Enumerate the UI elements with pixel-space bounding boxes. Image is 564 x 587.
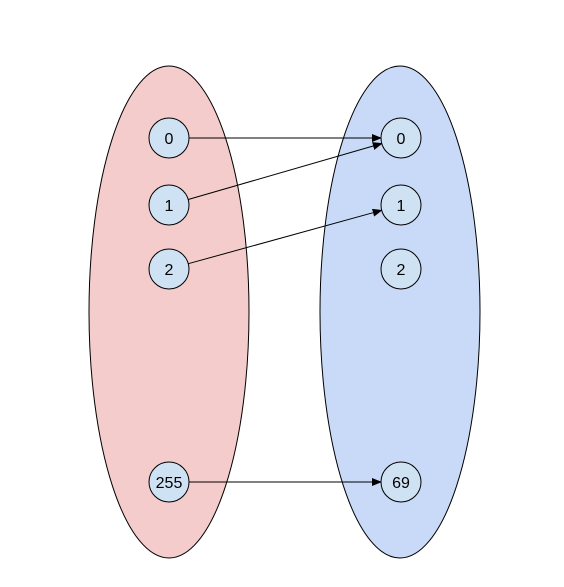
codomain-node-69: 69 bbox=[380, 461, 422, 503]
domain-node-255: 255 bbox=[148, 461, 190, 503]
domain-node-label: 1 bbox=[165, 198, 174, 215]
domain-node-label: 255 bbox=[156, 475, 183, 492]
codomain-node-circle bbox=[380, 184, 422, 226]
domain-node-1: 1 bbox=[148, 184, 190, 226]
codomain-node-label: 1 bbox=[397, 198, 406, 215]
codomain-node-label: 69 bbox=[392, 475, 410, 492]
domain-node-circle bbox=[148, 461, 190, 503]
domain-node-circle bbox=[148, 117, 190, 159]
domain-node-label: 2 bbox=[165, 262, 174, 279]
codomain-node-1: 1 bbox=[380, 184, 422, 226]
codomain-node-label: 2 bbox=[397, 262, 406, 279]
nodes-layer: 0 1 2 255 0 1 2 69 bbox=[148, 117, 422, 503]
edge-d1-to-c0 bbox=[188, 142, 383, 200]
domain-node-circle bbox=[148, 248, 190, 290]
edge-d2-to-c1 bbox=[188, 208, 383, 265]
codomain-node-circle bbox=[380, 248, 422, 290]
domain-node-circle bbox=[148, 184, 190, 226]
codomain-node-2: 2 bbox=[380, 248, 422, 290]
domain-node-0: 0 bbox=[148, 117, 190, 159]
codomain-node-0: 0 bbox=[380, 117, 422, 159]
codomain-node-label: 0 bbox=[397, 131, 406, 148]
domain-set-ellipse bbox=[88, 65, 250, 559]
codomain-node-circle bbox=[380, 117, 422, 159]
domain-node-label: 0 bbox=[165, 131, 174, 148]
codomain-set-ellipse bbox=[319, 65, 481, 559]
domain-node-2: 2 bbox=[148, 248, 190, 290]
edges-layer bbox=[188, 134, 383, 486]
codomain-node-circle bbox=[380, 461, 422, 503]
